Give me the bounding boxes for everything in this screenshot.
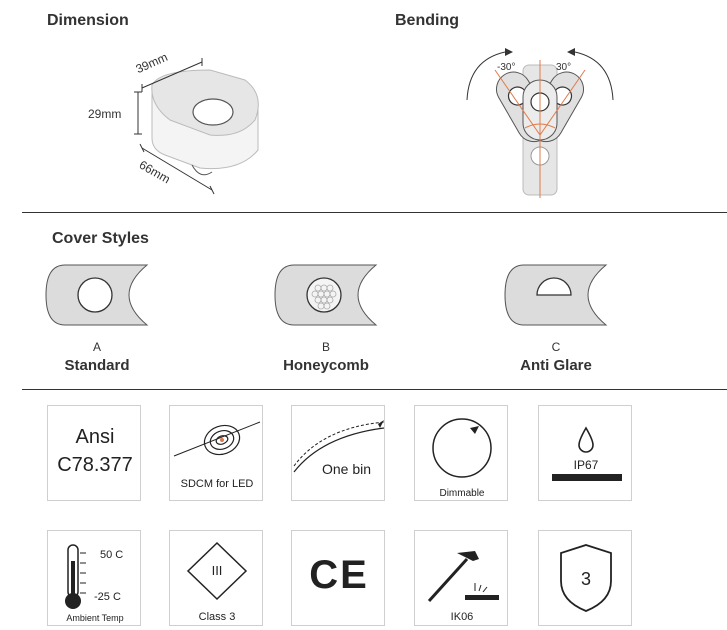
hammer-icon [427, 551, 499, 603]
temp-low-label: -25 C [94, 591, 121, 603]
cover-a-name: Standard [64, 357, 130, 374]
class-3-badge: III Class 3 [169, 530, 263, 626]
shield-icon [560, 544, 612, 612]
ambient-temp-label: Ambient Temp [66, 613, 124, 623]
water-drop-icon [552, 426, 622, 481]
cover-b-name: Honeycomb [283, 357, 369, 374]
bending-drawing [466, 48, 614, 198]
class-3-label: Class 3 [198, 611, 236, 623]
ik-rating-label: IK06 [450, 611, 474, 623]
shield-badge: 3 [538, 530, 632, 626]
ip-rating-badge: IP67 [538, 405, 632, 501]
dimension-drawing [134, 58, 259, 195]
one-bin-label: One bin [322, 461, 372, 477]
height-dimension-label: 29mm [88, 107, 122, 121]
cover-anti-glare-image [504, 264, 608, 326]
ce-badge: CE [291, 530, 385, 626]
cover-b-letter: B [321, 340, 330, 354]
cover-standard-image [45, 264, 149, 326]
ansi-code-label: C78.377 [57, 454, 133, 476]
dimension-title: Dimension [47, 12, 129, 29]
class-diamond-icon [186, 541, 248, 601]
ce-mark: CE [309, 553, 369, 597]
ip-rating-label: IP67 [573, 458, 599, 472]
bending-title: Bending [395, 12, 459, 29]
section-divider-bottom [22, 389, 727, 390]
dimmable-label: Dimmable [439, 488, 485, 499]
cover-a-letter: A [92, 340, 101, 354]
ansi-label: Ansi [75, 426, 115, 448]
sdcm-badge: SDCM for LED [169, 405, 263, 501]
one-bin-badge: One bin [291, 405, 385, 501]
ik-rating-badge: IK06 [414, 530, 508, 626]
dimmer-knob-icon [432, 418, 492, 478]
section-divider-top [22, 212, 727, 213]
shield-number: 3 [580, 569, 591, 589]
temp-high-label: 50 C [100, 549, 124, 561]
dimmable-badge: Dimmable [414, 405, 508, 501]
thermometer-icon [65, 544, 86, 609]
cover-honeycomb-image [274, 264, 378, 326]
cover-styles-title: Cover Styles [52, 230, 149, 247]
class-roman-numeral: III [211, 563, 223, 578]
cover-c-name: Anti Glare [520, 357, 592, 374]
bin-curve-icon [293, 420, 384, 473]
left-bend-angle: -30° [497, 62, 516, 73]
right-bend-angle: 30° [556, 62, 572, 73]
ambient-temp-badge: 50 C -25 C Ambient Temp [47, 530, 141, 626]
fingerprint-icon [173, 421, 261, 457]
ansi-badge: Ansi C78.377 [47, 405, 141, 501]
cover-c-letter: C [551, 340, 561, 354]
sdcm-label: SDCM for LED [180, 478, 254, 490]
